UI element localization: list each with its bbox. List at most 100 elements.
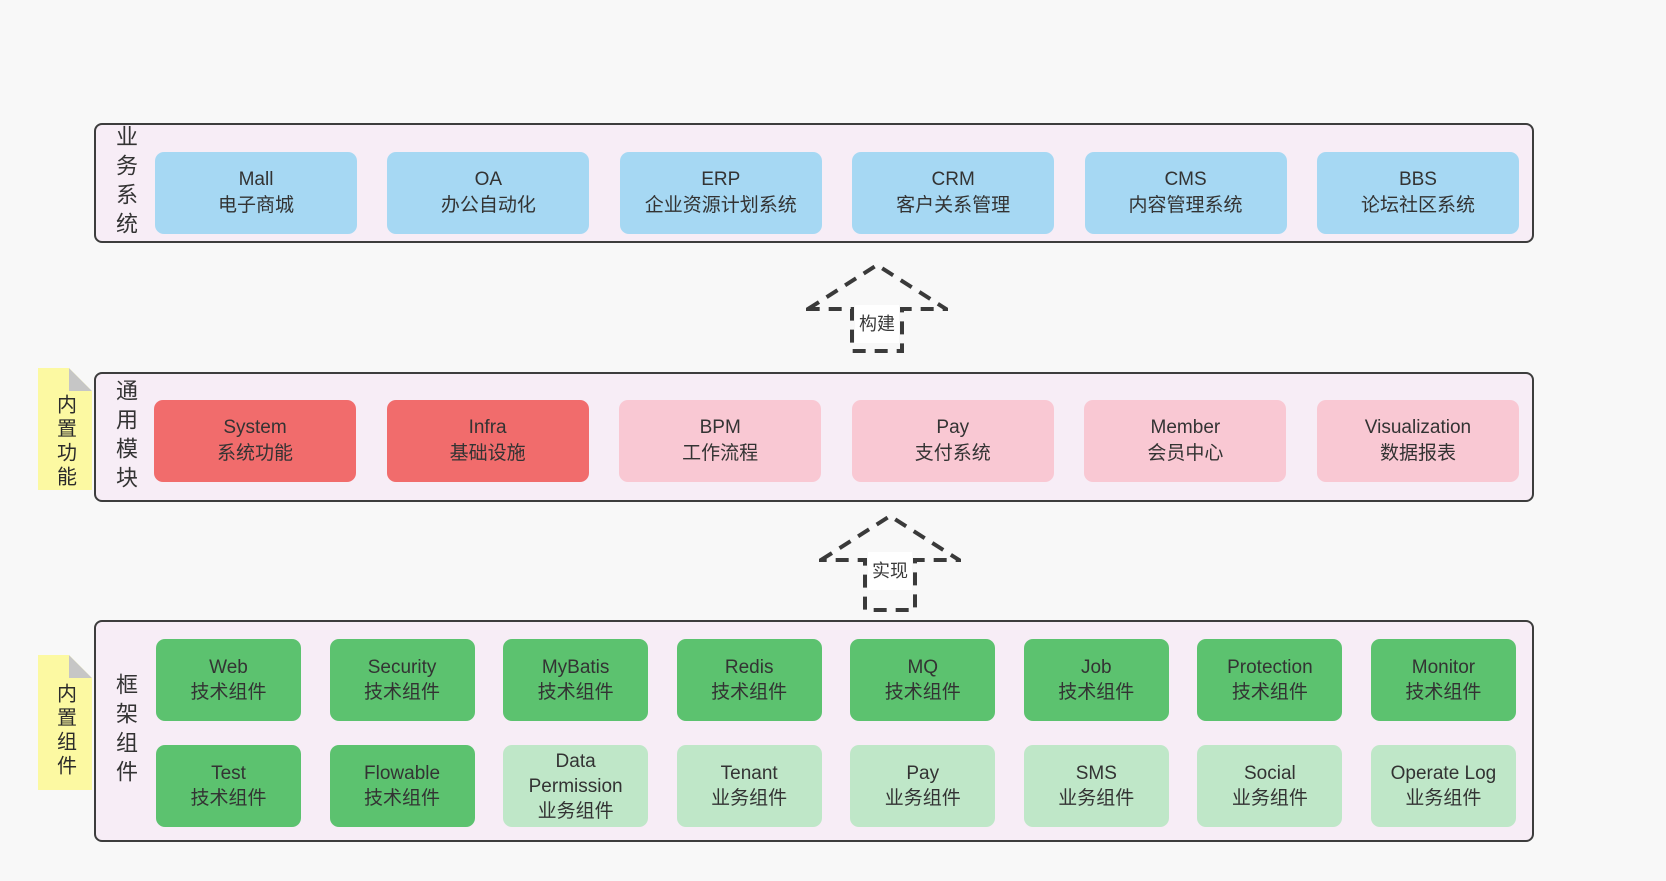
component-box: ERP 企业资源计划系统 bbox=[619, 152, 822, 234]
component-box-description: 客户关系管理 bbox=[896, 195, 1011, 216]
component-box-description: 内容管理系统 bbox=[1128, 195, 1243, 216]
component-box-description: 技术组件 bbox=[711, 682, 788, 703]
component-box: Data Permission 业务组件 bbox=[503, 745, 649, 827]
component-box: Social 业务组件 bbox=[1197, 745, 1343, 827]
component-box-description: 技术组件 bbox=[364, 788, 441, 809]
component-box-description: 电子商城 bbox=[217, 195, 294, 216]
component-box-name: Pay bbox=[936, 417, 970, 438]
component-box-description: 技术组件 bbox=[1058, 682, 1135, 703]
component-box-name: Data Permission bbox=[528, 750, 623, 797]
implement-arrow-icon: 实现 bbox=[819, 514, 961, 612]
business-systems-panel: 业务系统 Mall 电子商城 OA 办公自动化 ERP 企业资源计划系统 CRM… bbox=[94, 123, 1534, 243]
component-box-description: 技术组件 bbox=[364, 682, 441, 703]
component-box: CRM 客户关系管理 bbox=[852, 152, 1055, 234]
framework-components-row-2: Test 技术组件 Flowable 技术组件 Data Permission … bbox=[156, 745, 1516, 827]
business-systems-label: 业务系统 bbox=[113, 125, 138, 241]
component-box: Pay 支付系统 bbox=[851, 400, 1054, 482]
component-box: Web 技术组件 bbox=[156, 639, 301, 721]
folded-corner-icon bbox=[69, 368, 92, 391]
component-box-description: 系统功能 bbox=[216, 443, 293, 464]
component-box: System 系统功能 bbox=[154, 400, 356, 482]
component-box-name: CRM bbox=[931, 169, 975, 190]
common-modules-row: System 系统功能 Infra 基础设施 BPM 工作流程 Pay 支付系统… bbox=[154, 400, 1519, 482]
component-box-name: Security bbox=[367, 657, 437, 678]
folded-corner-icon bbox=[69, 655, 92, 678]
component-box: Pay 业务组件 bbox=[850, 745, 996, 827]
builtin-features-sticky-text: 内置功能 bbox=[53, 394, 76, 490]
component-box-name: Social bbox=[1244, 763, 1296, 784]
component-box: MyBatis 技术组件 bbox=[503, 639, 649, 721]
component-box: MQ 技术组件 bbox=[850, 639, 996, 721]
common-modules-label: 通用模块 bbox=[113, 379, 138, 495]
component-box-name: Monitor bbox=[1411, 657, 1476, 678]
component-box-description: 数据报表 bbox=[1379, 443, 1456, 464]
component-box-name: ERP bbox=[701, 169, 741, 190]
component-box: Security 技术组件 bbox=[329, 639, 475, 721]
component-box: Flowable 技术组件 bbox=[329, 745, 475, 827]
component-box-description: 办公自动化 bbox=[440, 195, 536, 216]
component-box-name: Member bbox=[1150, 417, 1221, 438]
component-box-name: System bbox=[223, 417, 287, 438]
component-box-description: 会员中心 bbox=[1147, 443, 1224, 464]
component-box-name: BBS bbox=[1398, 169, 1437, 190]
component-box: Monitor 技术组件 bbox=[1370, 639, 1516, 721]
build-arrow-icon: 构建 bbox=[806, 263, 948, 353]
component-box-description: 技术组件 bbox=[1405, 682, 1482, 703]
component-box-name: Test bbox=[211, 763, 246, 784]
component-box-name: Operate Log bbox=[1390, 763, 1497, 784]
component-box-description: 业务组件 bbox=[711, 788, 788, 809]
component-box-description: 技术组件 bbox=[190, 682, 267, 703]
implement-arrow-label: 实现 bbox=[868, 552, 912, 590]
component-box: BBS 论坛社区系统 bbox=[1316, 152, 1519, 234]
component-box: Protection 技术组件 bbox=[1197, 639, 1343, 721]
component-box-description: 基础设施 bbox=[449, 443, 526, 464]
build-arrow-label: 构建 bbox=[855, 305, 899, 343]
builtin-features-sticky-note: 内置功能 bbox=[38, 368, 92, 490]
component-box: OA 办公自动化 bbox=[387, 152, 590, 234]
component-box-description: 技术组件 bbox=[190, 788, 267, 809]
component-box-name: Infra bbox=[468, 417, 507, 438]
component-box: Tenant 业务组件 bbox=[676, 745, 822, 827]
business-systems-row: Mall 电子商城 OA 办公自动化 ERP 企业资源计划系统 CRM 客户关系… bbox=[155, 152, 1519, 234]
component-box-name: BPM bbox=[699, 417, 741, 438]
component-box-description: 工作流程 bbox=[682, 443, 759, 464]
component-box-name: Mall bbox=[238, 169, 274, 190]
component-box-name: OA bbox=[474, 169, 503, 190]
component-box: Test 技术组件 bbox=[156, 745, 301, 827]
component-box-description: 企业资源计划系统 bbox=[644, 195, 797, 216]
framework-components-panel: 框架组件 Web 技术组件 Security 技术组件 MyBatis 技术组件… bbox=[94, 620, 1534, 842]
component-box-name: Redis bbox=[724, 657, 774, 678]
component-box-description: 技术组件 bbox=[1231, 682, 1308, 703]
component-box-name: Protection bbox=[1227, 657, 1313, 678]
component-box-name: Flowable bbox=[364, 763, 441, 784]
framework-components-row-1: Web 技术组件 Security 技术组件 MyBatis 技术组件 Redi… bbox=[156, 639, 1516, 721]
component-box-description: 技术组件 bbox=[537, 682, 614, 703]
component-box: Mall 电子商城 bbox=[155, 152, 357, 234]
component-box-name: Tenant bbox=[720, 763, 778, 784]
component-box: Operate Log 业务组件 bbox=[1370, 745, 1516, 827]
component-box-name: Job bbox=[1080, 657, 1112, 678]
component-box-description: 业务组件 bbox=[884, 788, 961, 809]
component-box-name: SMS bbox=[1075, 763, 1117, 784]
component-box: Visualization 数据报表 bbox=[1316, 400, 1519, 482]
component-box: Job 技术组件 bbox=[1023, 639, 1169, 721]
component-box-name: Pay bbox=[906, 763, 940, 784]
component-box: SMS 业务组件 bbox=[1023, 745, 1169, 827]
component-box-description: 业务组件 bbox=[1405, 788, 1482, 809]
component-box: Member 会员中心 bbox=[1084, 400, 1287, 482]
component-box-description: 支付系统 bbox=[914, 443, 991, 464]
builtin-components-sticky-note: 内置组件 bbox=[38, 655, 92, 790]
component-box-name: Web bbox=[209, 657, 248, 678]
component-box-name: CMS bbox=[1164, 169, 1207, 190]
component-box: CMS 内容管理系统 bbox=[1084, 152, 1287, 234]
framework-components-label: 框架组件 bbox=[113, 673, 138, 789]
common-modules-panel: 通用模块 System 系统功能 Infra 基础设施 BPM 工作流程 Pay… bbox=[94, 372, 1534, 502]
component-box-description: 业务组件 bbox=[537, 800, 614, 822]
component-box-description: 业务组件 bbox=[1231, 788, 1308, 809]
component-box-name: MQ bbox=[907, 657, 939, 678]
component-box-description: 论坛社区系统 bbox=[1360, 195, 1475, 216]
component-box-name: Visualization bbox=[1364, 417, 1472, 438]
component-box-name: MyBatis bbox=[541, 657, 610, 678]
component-box: BPM 工作流程 bbox=[619, 400, 822, 482]
